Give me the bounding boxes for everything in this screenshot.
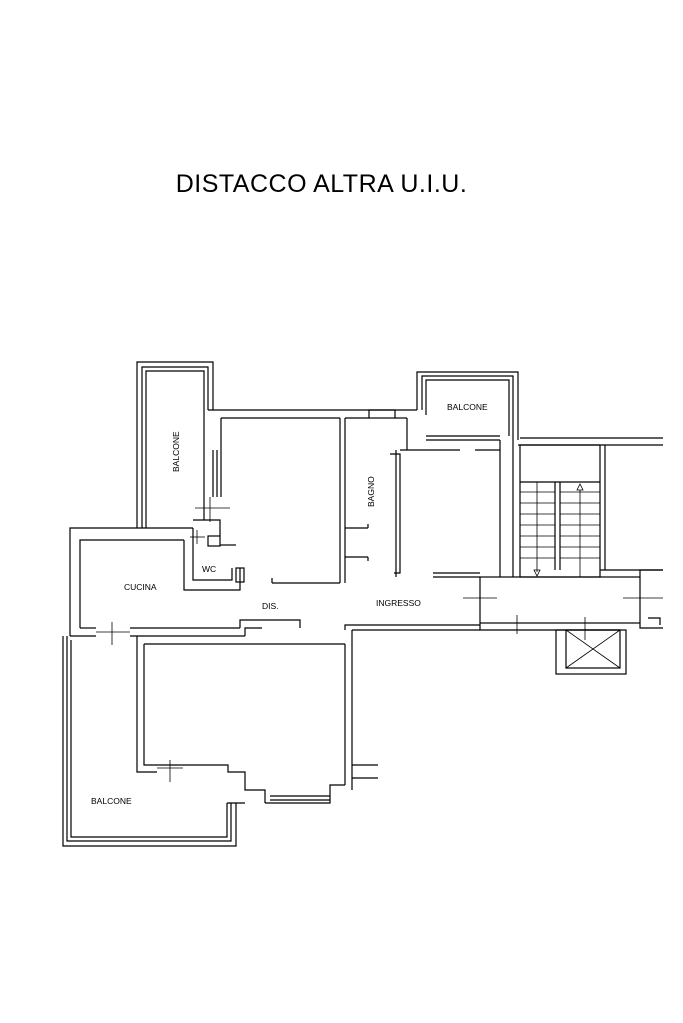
room-label-cucina: CUCINA (124, 582, 157, 592)
balcone-top (416, 371, 519, 441)
room-label-wc: WC (202, 564, 216, 574)
room-label-bagno: BAGNO (366, 476, 376, 507)
corridor-walls (70, 619, 480, 645)
staircase (499, 437, 663, 578)
balcone-bottom (62, 636, 245, 847)
room-label-dis: DIS. (262, 601, 279, 611)
lift (555, 629, 627, 675)
balcone-left (136, 361, 214, 528)
room-label-balcone-top: BALCONE (447, 402, 488, 412)
cucina-wc (69, 519, 245, 636)
room-label-balcone-left: BALCONE (171, 431, 181, 472)
room-label-balcone-bottom: BALCONE (91, 796, 132, 806)
living-lower (136, 630, 378, 804)
main-walls (195, 409, 500, 584)
plan-title: DISTACCO ALTRA U.I.U. (175, 170, 468, 198)
room-label-ingresso: INGRESSO (376, 598, 421, 608)
